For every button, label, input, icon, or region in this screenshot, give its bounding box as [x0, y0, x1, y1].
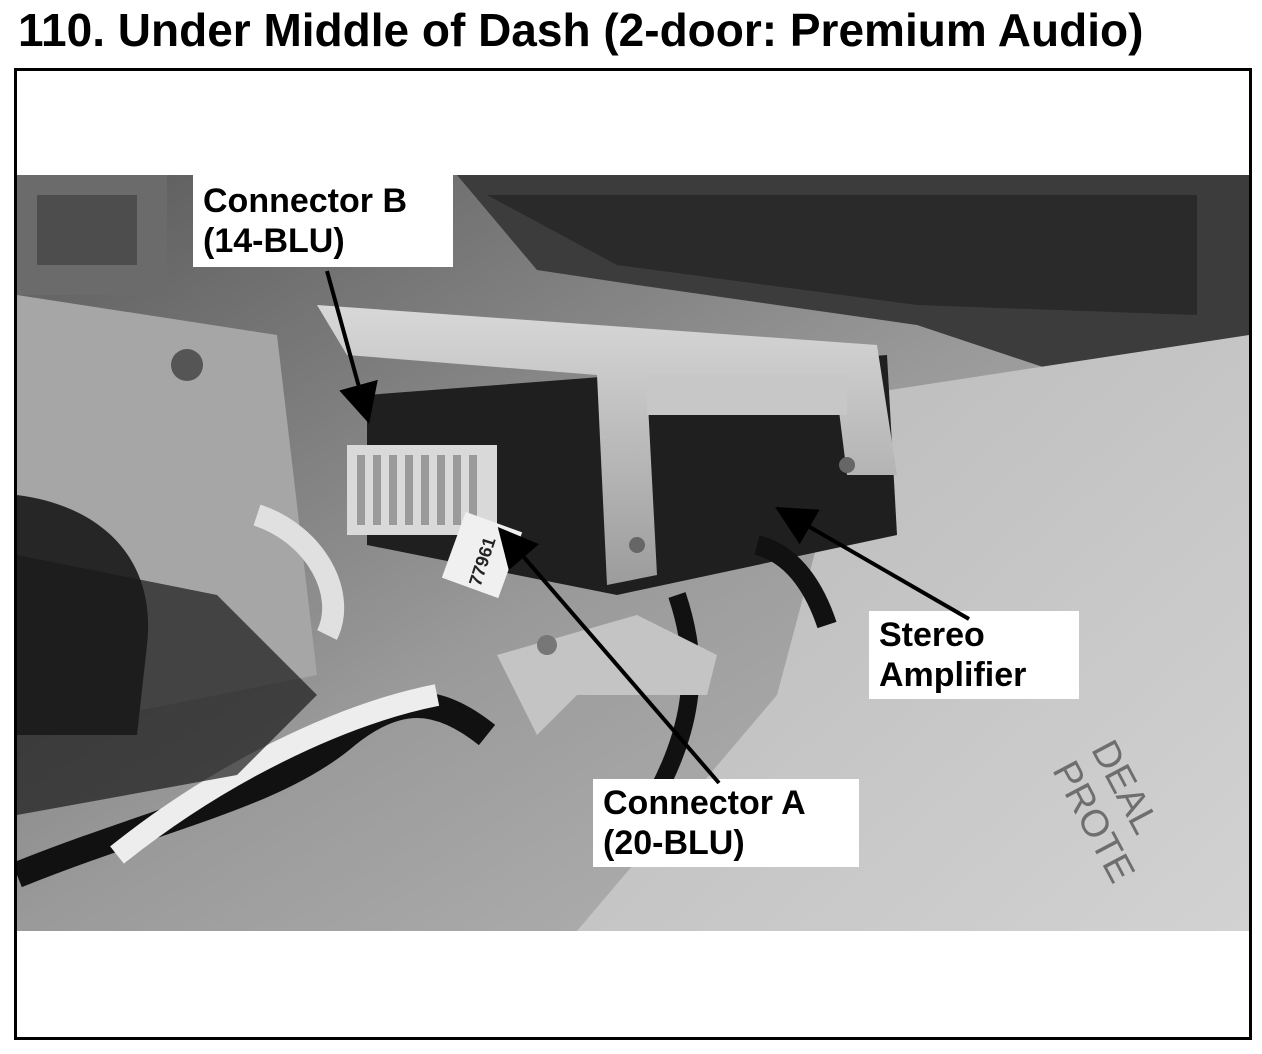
lower-left-shadow — [17, 555, 317, 815]
bracket-screw-left — [629, 537, 645, 553]
bolt-left — [171, 349, 203, 381]
figure-frame: 77961 DEAL PROTE Connector B (14-BLU) St… — [14, 68, 1252, 1040]
bolt-lower — [537, 635, 557, 655]
bracket-screw-right — [839, 457, 855, 473]
callout-connector-b: Connector B (14-BLU) — [193, 175, 453, 267]
harness-white — [110, 684, 440, 864]
connector-pins — [357, 455, 477, 525]
pedal-pad — [37, 195, 137, 265]
wire-bundle — [253, 504, 345, 640]
page-title: 110. Under Middle of Dash (2-door: Premi… — [18, 4, 1144, 56]
callout-connector-a: Connector A (20-BLU) — [593, 779, 859, 867]
dash-housing-shadow — [487, 195, 1197, 315]
callout-stereo-amplifier: Stereo Amplifier — [869, 611, 1079, 699]
bracket-top-plate — [647, 375, 847, 415]
